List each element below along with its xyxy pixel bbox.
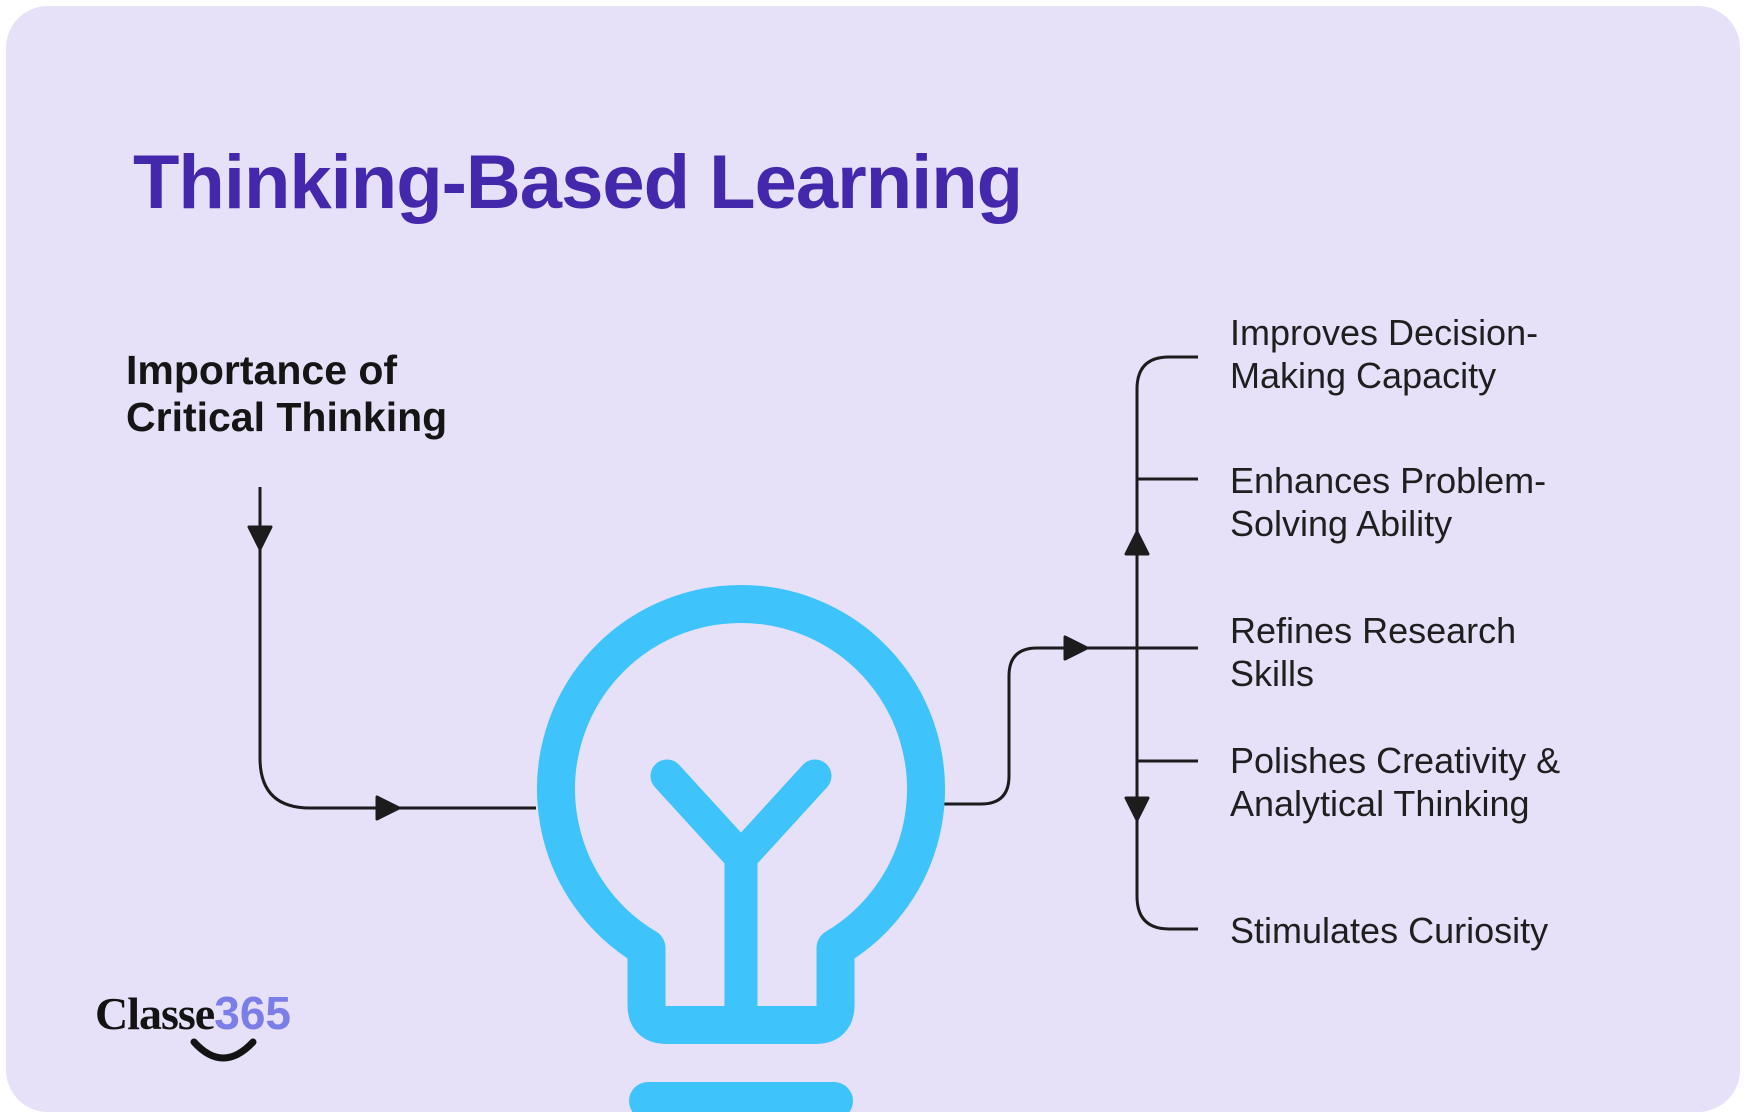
benefit-line2: Solving Ability [1230,503,1453,544]
trunk-line [1135,355,1198,931]
benefit-item: Stimulates Curiosity [1230,909,1548,952]
logo-text: Classe365 [95,990,291,1037]
benefit-line1: Refines Research [1230,610,1517,651]
lightbulb-icon [537,584,945,1112]
benefit-line1: Stimulates Curiosity [1230,910,1549,951]
bulb-base-bar [629,1082,853,1112]
left-connector-line [258,487,536,810]
benefit-item: Improves Decision- Making Capacity [1230,311,1538,397]
bulb-outline [537,584,945,1044]
benefit-item: Enhances Problem- Solving Ability [1230,459,1546,545]
source-label: Importance of Critical Thinking [126,347,447,441]
diagram-panel: Thinking-Based Learning Importance of Cr… [6,6,1740,1112]
arrow-right-icon [1063,635,1089,661]
benefit-item: Refines Research Skills [1230,609,1516,695]
benefit-line2: Skills [1230,653,1315,694]
benefit-line2: Analytical Thinking [1230,783,1530,824]
benefit-line1: Improves Decision- [1230,312,1539,353]
bulb-filament [650,759,832,1028]
source-label-line2: Critical Thinking [126,394,448,440]
benefit-item: Polishes Creativity & Analytical Thinkin… [1230,739,1560,825]
logo-word: Classe [95,988,215,1039]
logo-smile-icon [190,1038,257,1062]
arrow-right-icon [375,795,401,821]
page-title: Thinking-Based Learning [133,140,1023,225]
benefit-line1: Polishes Creativity & [1230,740,1561,781]
arrow-down-icon [247,525,273,551]
classe365-logo: Classe365 [95,990,315,1080]
bulb-output-line [944,646,1198,806]
connector-lines [247,355,1198,931]
benefit-line2: Making Capacity [1230,355,1497,396]
arrow-down-icon [1124,796,1150,822]
logo-number: 365 [214,987,291,1039]
benefit-line1: Enhances Problem- [1230,460,1547,501]
source-label-line1: Importance of [126,347,398,393]
arrow-up-icon [1124,530,1150,556]
